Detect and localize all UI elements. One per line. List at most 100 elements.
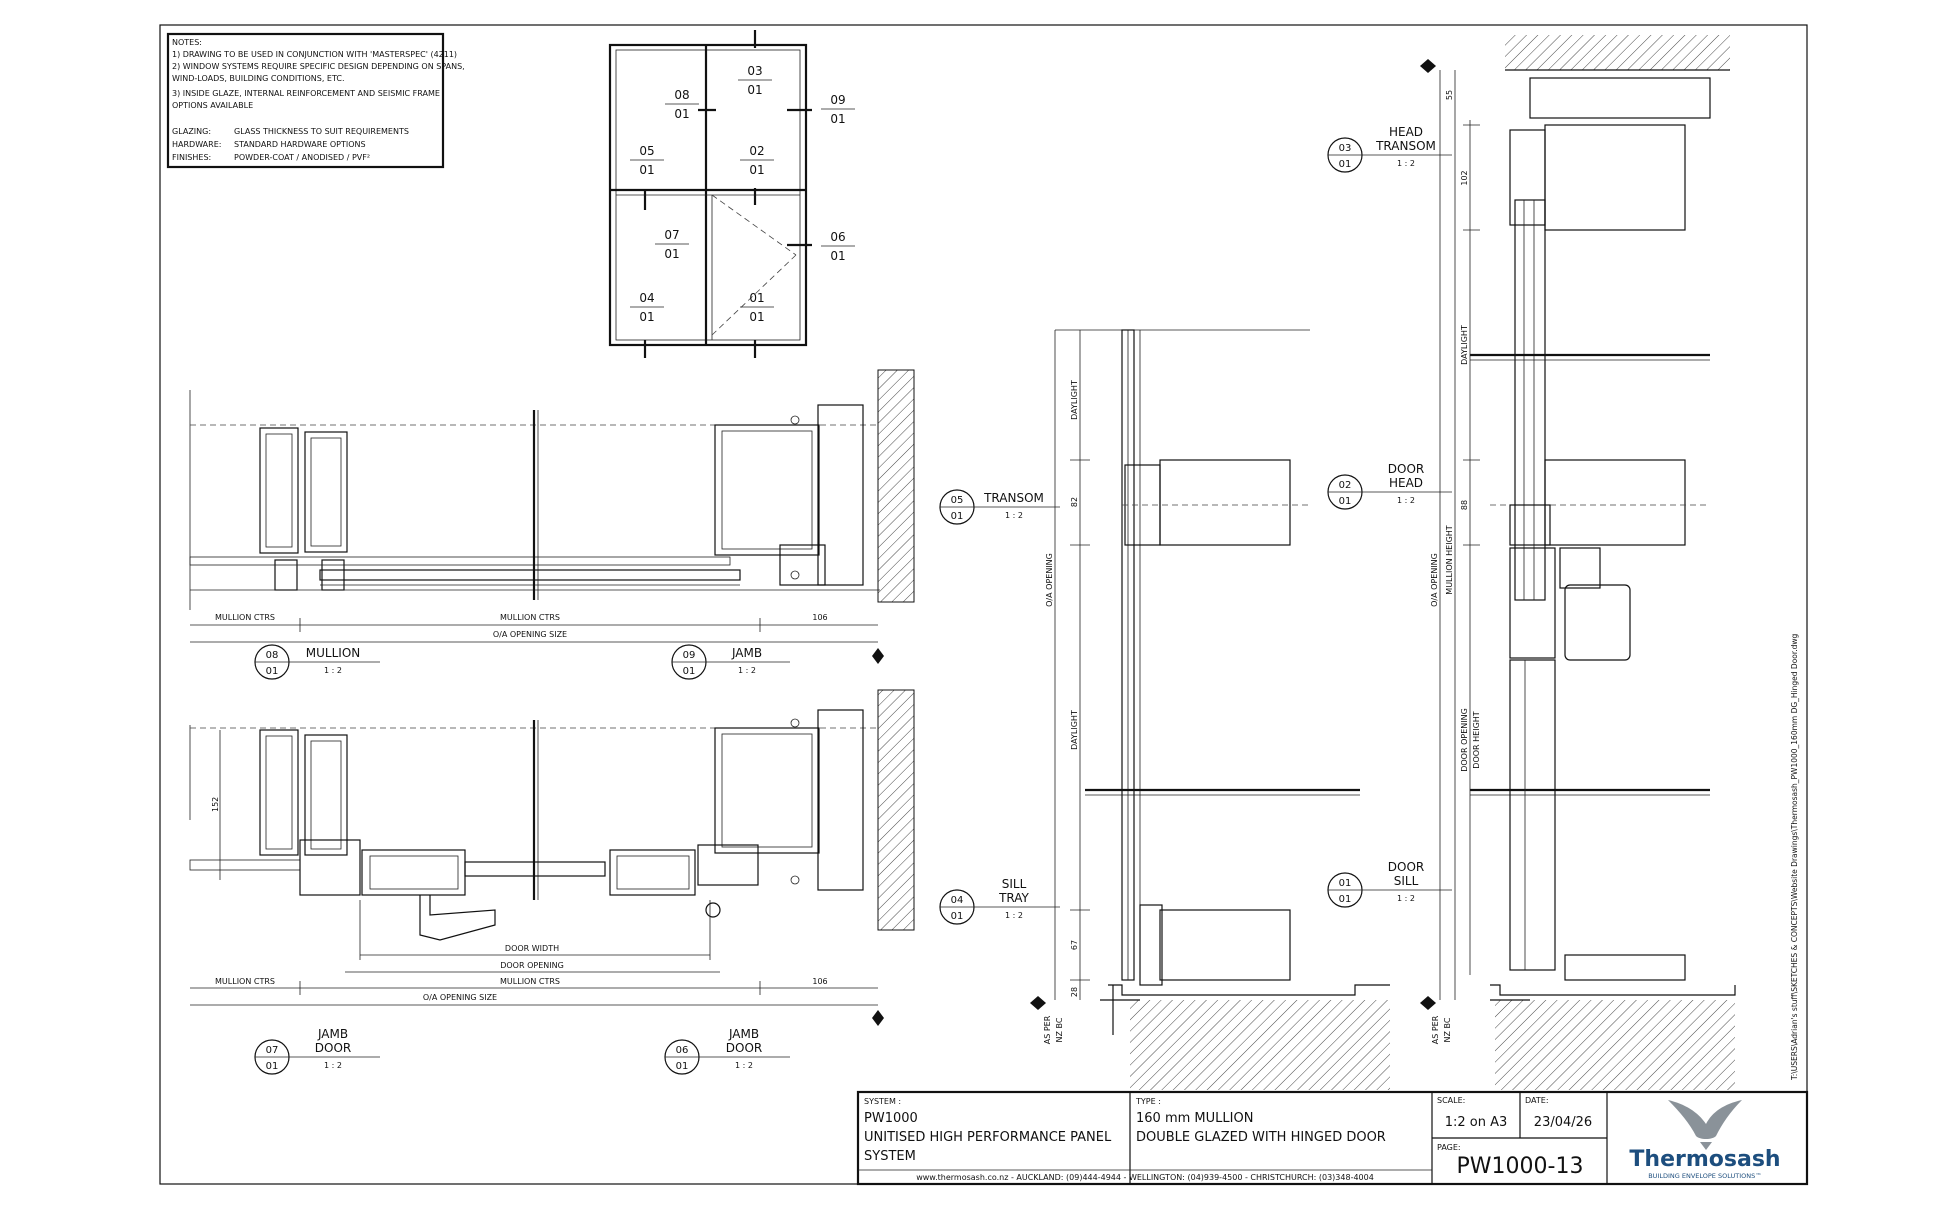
plan-top-dim-mullion-ctrs-mid: MULLION CTRS xyxy=(500,613,560,622)
plan-bot-dim-106: 106 xyxy=(812,977,827,986)
label-09-title: JAMB xyxy=(731,646,762,660)
plan-bot-dim-oa: O/A OPENING SIZE xyxy=(423,993,497,1002)
label-08-num: 08 xyxy=(266,650,279,661)
tb-scale-label: SCALE: xyxy=(1437,1096,1465,1105)
sec-right-d55: 55 xyxy=(1445,90,1454,100)
kp-02-sheet: 01 xyxy=(749,163,764,177)
sec-right-daylight: DAYLIGHT xyxy=(1460,325,1469,365)
spec-glazing-label: GLAZING: xyxy=(172,127,211,136)
plan-top-dim-oa: O/A OPENING SIZE xyxy=(493,630,567,639)
label-04-num: 04 xyxy=(951,895,964,906)
label-04-title2: TRAY xyxy=(998,891,1029,905)
label-01-door-sill: 01 01 DOOR SILL 1 : 2 xyxy=(1327,860,1452,908)
spec-glazing-value: GLASS THICKNESS TO SUIT REQUIREMENTS xyxy=(234,127,409,136)
plan-top-dim-mullion-ctrs-left: MULLION CTRS xyxy=(215,613,275,622)
label-08-mullion: 08 01 MULLION 1 : 2 xyxy=(254,644,380,680)
spec-finishes-value: POWDER-COAT / ANODISED / PVF² xyxy=(234,153,370,162)
label-07-jamb-door: 07 01 JAMB DOOR 1 : 2 xyxy=(254,1027,380,1075)
plan-detail-door-jambs: 152 DOOR WIDTH DOOR OPENING xyxy=(189,689,915,1026)
kp-03-num: 03 xyxy=(747,64,762,78)
notes-line-5: OPTIONS AVAILABLE xyxy=(172,101,253,110)
brand-tagline: BUILDING ENVELOPE SOLUTIONS™ xyxy=(1648,1172,1762,1180)
label-09-jamb: 09 01 JAMB 1 : 2 xyxy=(671,644,790,680)
sec-left-as-per: AS PER xyxy=(1043,1015,1052,1044)
label-06-scale: 1 : 2 xyxy=(735,1061,753,1070)
sec-left-d28: 28 xyxy=(1070,987,1079,997)
label-04-scale: 1 : 2 xyxy=(1005,911,1023,920)
sec-right-door-opening: DOOR OPENING xyxy=(1460,708,1469,772)
label-03-num: 03 xyxy=(1339,143,1352,154)
label-08-title: MULLION xyxy=(306,646,360,660)
kp-09-num: 09 xyxy=(830,93,845,107)
label-09-sheet: 01 xyxy=(683,666,696,677)
kp-05-num: 05 xyxy=(639,144,654,158)
label-02-title1: DOOR xyxy=(1388,462,1424,476)
sec-left-d82: 82 xyxy=(1070,497,1079,507)
kp-07-sheet: 01 xyxy=(664,247,679,261)
sec-right-door-height: DOOR HEIGHT xyxy=(1472,711,1481,769)
label-05-transom: 05 01 TRANSOM 1 : 2 xyxy=(939,489,1060,525)
plan-bot-dim-mullion-ctrs-left: MULLION CTRS xyxy=(215,977,275,986)
section-head-door: 55 102 DAYLIGHT O/A OPENING MULLION HEIG… xyxy=(1420,35,1736,1090)
notes-heading: NOTES: xyxy=(172,38,202,47)
tb-date-label: DATE: xyxy=(1525,1096,1549,1105)
kp-06-sheet: 01 xyxy=(830,249,845,263)
label-03-title2: TRANSOM xyxy=(1375,139,1436,153)
label-02-sheet: 01 xyxy=(1339,496,1352,507)
kp-06-num: 06 xyxy=(830,230,845,244)
label-01-scale: 1 : 2 xyxy=(1397,894,1415,903)
label-04-title1: SILL xyxy=(1002,877,1027,891)
kp-08-sheet: 01 xyxy=(674,107,689,121)
plan-bot-dim-152: 152 xyxy=(211,797,220,812)
sec-right-as-per: AS PER xyxy=(1431,1015,1440,1044)
label-07-num: 07 xyxy=(266,1045,279,1056)
label-06-jamb-door: 06 01 JAMB DOOR 1 : 2 xyxy=(664,1027,790,1075)
notes-line-2: 2) WINDOW SYSTEMS REQUIRE SPECIFIC DESIG… xyxy=(172,62,465,71)
label-03-sheet: 01 xyxy=(1339,159,1352,170)
sec-right-nz-bc: NZ BC xyxy=(1443,1017,1452,1042)
bird-logo-icon xyxy=(1668,1100,1742,1150)
notes-box: NOTES: 1) DRAWING TO BE USED IN CONJUNCT… xyxy=(166,32,465,169)
label-07-scale: 1 : 2 xyxy=(324,1061,342,1070)
label-03-head-transom: 03 01 HEAD TRANSOM 1 : 2 xyxy=(1327,125,1452,173)
plan-bot-dim-mullion-ctrs-mid: MULLION CTRS xyxy=(500,977,560,986)
section-transom-sill: DAYLIGHT 82 O/A OPENING DAYLIGHT 67 28 A… xyxy=(1030,329,1390,1090)
label-07-sheet: 01 xyxy=(266,1061,279,1072)
file-path: T:\USERS\Adrian's stuff\SKETCHES & CONCE… xyxy=(1790,633,1799,1081)
label-06-title2: DOOR xyxy=(726,1041,762,1055)
tb-page-value: PW1000-13 xyxy=(1457,1154,1584,1179)
plan-bot-dim-door-width: DOOR WIDTH xyxy=(505,944,559,953)
tb-contact-line: www.thermosash.co.nz - AUCKLAND: (09)444… xyxy=(916,1173,1374,1182)
sec-right-oa: O/A OPENING xyxy=(1430,553,1439,607)
label-03-scale: 1 : 2 xyxy=(1397,159,1415,168)
kp-09-sheet: 01 xyxy=(830,112,845,126)
notes-line-4: 3) INSIDE GLAZE, INTERNAL REINFORCEMENT … xyxy=(172,89,440,98)
label-02-door-head: 02 01 DOOR HEAD 1 : 2 xyxy=(1327,462,1452,510)
kp-04-sheet: 01 xyxy=(639,310,654,324)
label-05-title1: TRANSOM xyxy=(983,491,1044,505)
tb-type-line2: DOUBLE GLAZED WITH HINGED DOOR xyxy=(1136,1130,1386,1145)
plan-bot-dim-door-opening: DOOR OPENING xyxy=(500,961,564,970)
kp-03-sheet: 01 xyxy=(747,83,762,97)
spec-hardware-label: HARDWARE: xyxy=(172,140,221,149)
key-plan-elevation xyxy=(608,30,812,358)
label-04-sheet: 01 xyxy=(951,911,964,922)
label-05-scale: 1 : 2 xyxy=(1005,511,1023,520)
label-02-num: 02 xyxy=(1339,480,1352,491)
notes-line-1: 1) DRAWING TO BE USED IN CONJUNCTION WIT… xyxy=(172,50,457,59)
kp-05-sheet: 01 xyxy=(639,163,654,177)
sec-right-mullion-height: MULLION HEIGHT xyxy=(1445,525,1454,595)
spec-finishes-label: FINISHES: xyxy=(172,153,211,162)
label-09-scale: 1 : 2 xyxy=(738,666,756,675)
sec-left-daylight-bot: DAYLIGHT xyxy=(1070,710,1079,750)
label-07-title1: JAMB xyxy=(317,1027,348,1041)
tb-type-label: TYPE : xyxy=(1135,1097,1161,1106)
kp-07-num: 07 xyxy=(664,228,679,242)
label-02-scale: 1 : 2 xyxy=(1397,496,1415,505)
sec-left-nz-bc: NZ BC xyxy=(1055,1017,1064,1042)
label-06-sheet: 01 xyxy=(676,1061,689,1072)
tb-system-line3: SYSTEM xyxy=(864,1149,916,1164)
title-block: SYSTEM : PW1000 UNITISED HIGH PERFORMANC… xyxy=(856,1090,1809,1186)
label-06-title1: JAMB xyxy=(728,1027,759,1041)
